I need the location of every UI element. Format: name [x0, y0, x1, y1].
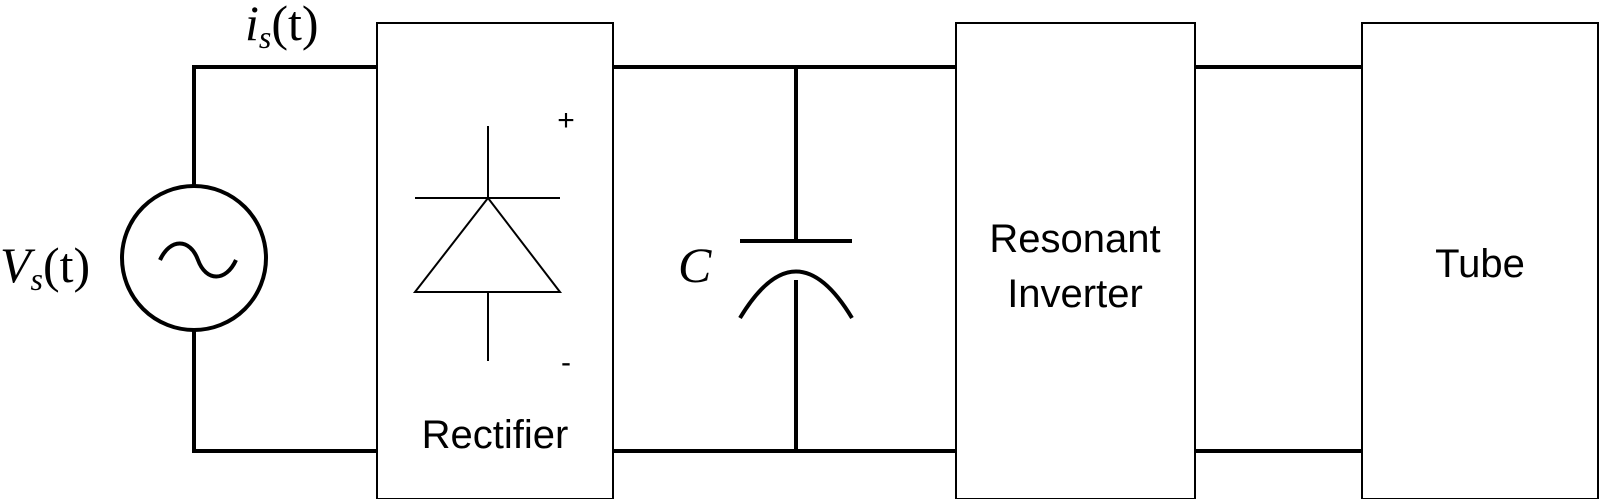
source-voltage-label: Vs(t)	[0, 237, 90, 297]
ac-source	[120, 184, 268, 332]
capacitor-label: C	[678, 237, 712, 293]
inverter-label-line2: Inverter	[1007, 272, 1143, 316]
dc-link-wires	[613, 65, 1362, 453]
rectifier-minus-label: -	[561, 346, 571, 379]
source-current-symbol: i	[245, 0, 259, 51]
rectifier-label: Rectifier	[422, 413, 569, 457]
ac-source-circle	[120, 184, 268, 332]
inverter-block: Resonant Inverter	[955, 22, 1196, 499]
tube-block: Tube	[1361, 22, 1599, 499]
capacitor-curved-plate	[738, 269, 854, 320]
tube-box	[1361, 22, 1599, 499]
rectifier-plus-label: +	[557, 104, 575, 137]
inverter-box	[955, 22, 1196, 499]
source-voltage-argument: (t)	[43, 237, 90, 293]
source-top-wire	[192, 65, 377, 186]
inverter-label-line1: Resonant	[989, 217, 1160, 261]
rectifier-box	[376, 22, 614, 499]
source-current-label: is(t)	[245, 0, 319, 55]
source-current-argument: (t)	[271, 0, 318, 51]
rectifier-block: + - Rectifier	[376, 22, 614, 499]
tube-label: Tube	[1435, 242, 1525, 286]
source-bottom-wire	[192, 330, 377, 453]
capacitor	[738, 67, 854, 451]
source-wires	[192, 65, 377, 453]
source-current-subscript: s	[259, 19, 271, 55]
source-voltage-symbol: V	[0, 237, 36, 293]
source-voltage-subscript: s	[31, 261, 43, 297]
sine-wave-icon	[158, 241, 238, 279]
